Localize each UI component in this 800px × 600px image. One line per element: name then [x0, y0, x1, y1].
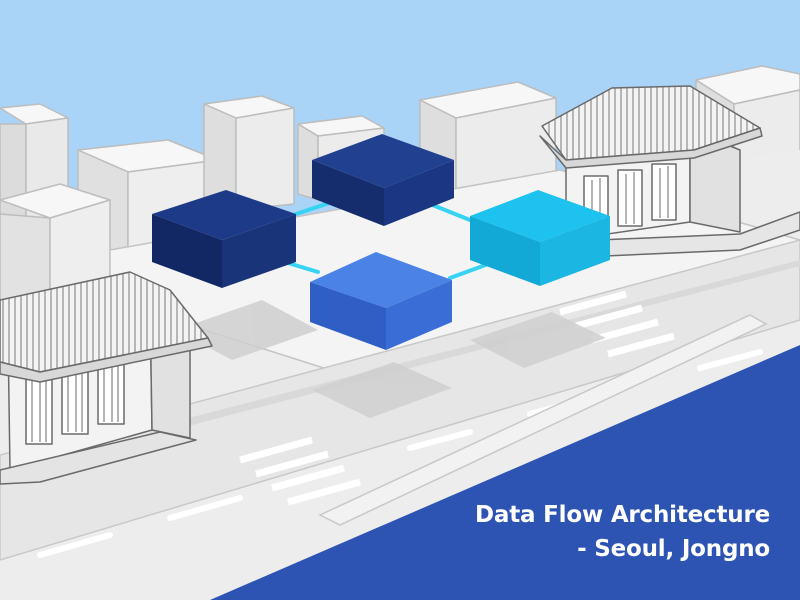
caption: Data Flow Architecture - Seoul, Jongno	[475, 498, 770, 566]
caption-subtitle: - Seoul, Jongno	[577, 536, 770, 562]
data-cube-icon	[470, 190, 610, 286]
hanok-building-icon	[0, 271, 213, 485]
crosswalk-icon	[239, 290, 675, 506]
data-cube-icon	[312, 134, 454, 226]
data-cube-icon	[310, 252, 452, 350]
data-cube-icon	[152, 190, 296, 288]
river	[210, 345, 800, 600]
background-buildings	[0, 65, 800, 301]
riverbank	[318, 314, 768, 526]
caption-title: Data Flow Architecture	[475, 502, 770, 528]
